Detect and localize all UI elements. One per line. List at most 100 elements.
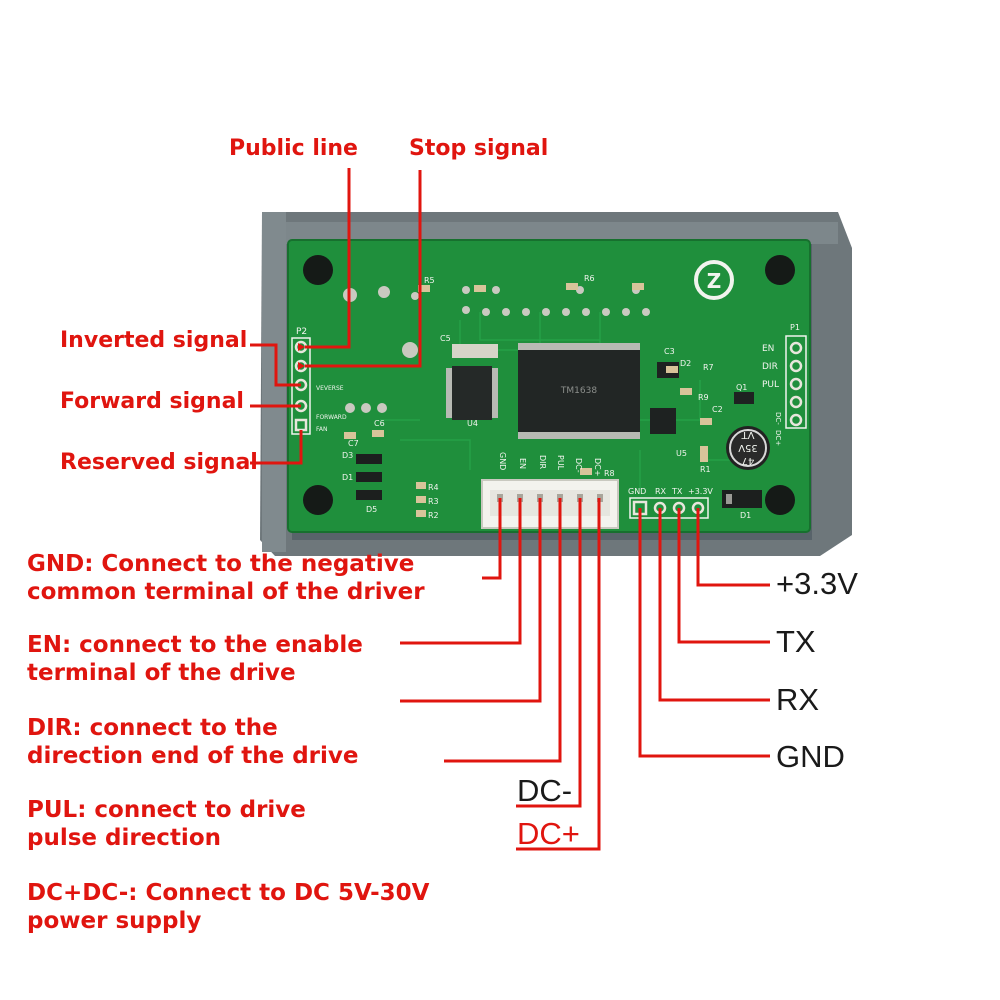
pul-leader bbox=[444, 498, 562, 763]
pin-label: PUL bbox=[556, 455, 565, 471]
ref-label: R6 bbox=[584, 274, 595, 283]
svg-text:Z: Z bbox=[707, 269, 722, 293]
header-p1: P1 EN DIR PUL DC- DC+ bbox=[762, 323, 807, 446]
uart-header: GND RX TX +3.3V bbox=[628, 487, 713, 519]
gnd-leader bbox=[482, 498, 502, 580]
pul-description-line: pulse direction bbox=[27, 825, 221, 851]
gnd-description: GND: Connect to the negative common term… bbox=[27, 550, 425, 606]
stop-signal-label: Stop signal bbox=[409, 136, 549, 161]
pin-label: FAN bbox=[316, 426, 328, 433]
pin-label: EN bbox=[762, 344, 774, 354]
public-line-leader bbox=[305, 168, 351, 349]
pin-label: DIR bbox=[762, 362, 778, 372]
inverted-signal-leader bbox=[250, 343, 301, 387]
electrolytic-capacitor: 47 35V VT bbox=[726, 426, 770, 470]
mounting-hole bbox=[303, 485, 333, 515]
ref-label: R3 bbox=[428, 497, 439, 506]
dc-minus-label: DC- bbox=[517, 773, 573, 808]
pin-label: GND bbox=[628, 487, 646, 496]
dc-description-line: power supply bbox=[27, 908, 202, 934]
ref-label: C5 bbox=[440, 334, 451, 343]
dc-plus-label: DC+ bbox=[517, 816, 580, 851]
ref-label: R8 bbox=[604, 469, 615, 478]
dc-plus-leader bbox=[516, 498, 601, 851]
silkscreen-refs: R5 R6 C5 C3 D2 R7 D3 D1 C6 C7 U4 U5 R8 R… bbox=[342, 274, 751, 520]
pin-label: RX bbox=[655, 487, 667, 496]
pin-label: PUL bbox=[762, 380, 779, 390]
v33-leader bbox=[696, 508, 770, 587]
reserved-signal-leader bbox=[250, 430, 303, 465]
cap-label: VT bbox=[741, 429, 755, 440]
pin-label: DC- bbox=[774, 412, 782, 425]
forward-signal-label: Forward signal bbox=[60, 389, 244, 414]
ref-label: C2 bbox=[712, 405, 723, 414]
dir-leader bbox=[400, 498, 542, 703]
svg-text:TM1638: TM1638 bbox=[560, 386, 597, 396]
mcu-chip bbox=[518, 350, 640, 432]
en-description: EN: connect to the enable terminal of th… bbox=[27, 631, 363, 687]
cap-label: 47 bbox=[742, 455, 755, 466]
ref-label: C7 bbox=[348, 439, 359, 448]
pcb-board: TM1638 47 35V VT bbox=[287, 239, 811, 533]
en-description-line: terminal of the drive bbox=[27, 660, 296, 686]
pin-label: DIR bbox=[538, 455, 547, 470]
dir-description-line: DIR: connect to the bbox=[27, 715, 278, 741]
ref-label: R9 bbox=[698, 393, 709, 402]
rx-leader bbox=[658, 508, 770, 702]
dir-description-line: direction end of the drive bbox=[27, 743, 359, 769]
ref-label: D5 bbox=[366, 505, 377, 514]
brand-logo: Z bbox=[694, 260, 734, 300]
pin-label: TX bbox=[671, 487, 683, 496]
ref-label: D1 bbox=[740, 511, 751, 520]
tx-leader bbox=[677, 508, 770, 644]
header-p2: P2 VEVERSE FORWARD FAN bbox=[291, 327, 347, 435]
ref-label: U4 bbox=[467, 419, 478, 428]
v33-label: +3.3V bbox=[776, 566, 858, 601]
ref-label: R5 bbox=[424, 276, 435, 285]
mounting-hole bbox=[765, 255, 795, 285]
inverted-signal-label: Inverted signal bbox=[60, 328, 248, 353]
ref-label: C6 bbox=[374, 419, 385, 428]
ref-label: C3 bbox=[664, 347, 675, 356]
tx-label: TX bbox=[776, 624, 816, 659]
pin-label: FORWARD bbox=[316, 414, 347, 421]
ref-label: R2 bbox=[428, 511, 439, 520]
en-description-line: EN: connect to the enable bbox=[27, 632, 363, 658]
pin-label: +3.3V bbox=[688, 487, 713, 496]
ref-label: D2 bbox=[680, 359, 691, 368]
mounting-hole bbox=[303, 255, 333, 285]
ref-label: Q1 bbox=[736, 383, 747, 392]
driver-chip bbox=[452, 366, 492, 420]
public-line-label: Public line bbox=[229, 136, 358, 161]
pin-label: DC+ bbox=[593, 458, 602, 476]
pul-description: PUL: connect to drive pulse direction bbox=[27, 796, 306, 852]
pin-label: EN bbox=[518, 458, 527, 469]
dir-description: DIR: connect to the direction end of the… bbox=[27, 714, 359, 770]
gnd-description-line: GND: Connect to the negative bbox=[27, 551, 415, 577]
ref-label: D1 bbox=[342, 473, 353, 482]
rx-label: RX bbox=[776, 682, 820, 717]
ref-label: U5 bbox=[676, 449, 687, 458]
dc-minus-leader bbox=[516, 498, 582, 808]
header-p2-label: P2 bbox=[296, 327, 307, 337]
gnd-uart-leader bbox=[638, 508, 770, 758]
gnd-uart-label: GND bbox=[776, 739, 845, 774]
dc-description-line: DC+DC-: Connect to DC 5V-30V bbox=[27, 880, 430, 906]
ref-label: R4 bbox=[428, 483, 439, 492]
pin-label: GND bbox=[498, 452, 507, 470]
dc-description: DC+DC-: Connect to DC 5V-30V power suppl… bbox=[27, 879, 429, 935]
reserved-signal-label: Reserved signal bbox=[60, 450, 258, 475]
ref-label: R1 bbox=[700, 465, 711, 474]
stop-signal-leader bbox=[305, 170, 422, 368]
leader-lines bbox=[250, 168, 770, 851]
mounting-hole bbox=[765, 485, 795, 515]
ref-label: D3 bbox=[342, 451, 353, 460]
pul-description-line: PUL: connect to drive bbox=[27, 797, 306, 823]
pin-label: VEVERSE bbox=[316, 385, 344, 392]
cap-label: 35V bbox=[738, 442, 758, 453]
connector-pin-labels: GND EN DIR PUL DC- DC+ bbox=[498, 452, 602, 476]
ref-label: R7 bbox=[703, 363, 714, 372]
en-leader bbox=[400, 498, 522, 645]
gnd-description-line: common terminal of the driver bbox=[27, 579, 425, 605]
